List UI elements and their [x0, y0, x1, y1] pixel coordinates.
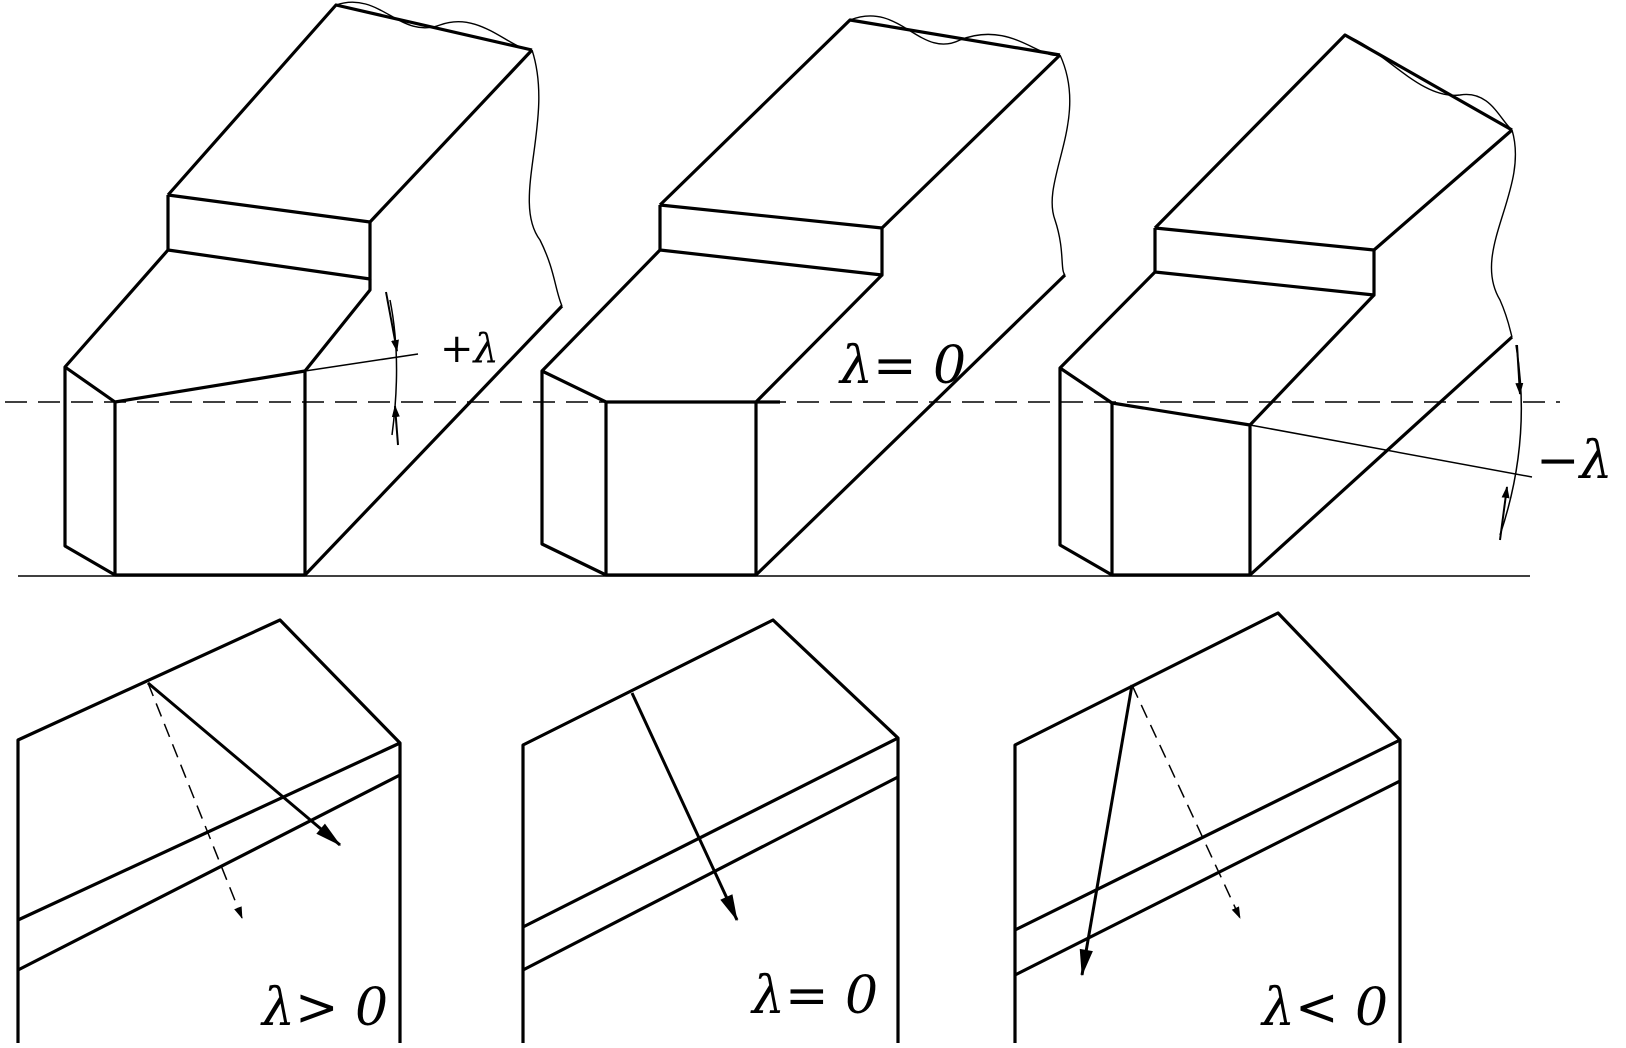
panel-positive-lambda [16, 618, 402, 1043]
label-lambda-less-zero: λ< 0 [1260, 978, 1388, 1038]
label-negative-lambda: −λ [1536, 431, 1613, 491]
positive-angle-indicator [304, 291, 419, 446]
panel-negative-lambda [1013, 611, 1402, 1043]
tool-zero-inclination [540, 15, 1071, 577]
label-positive-lambda: +λ [440, 326, 499, 372]
label-zero-lambda-top: λ= 0 [838, 336, 966, 396]
tool-positive-inclination [63, 1, 564, 577]
panel-zero-lambda [521, 618, 900, 1043]
negative-angle-indicator [1249, 344, 1533, 541]
label-lambda-equal-zero: λ= 0 [750, 966, 878, 1026]
tool-negative-inclination [1058, 33, 1517, 577]
label-lambda-greater-zero: λ> 0 [260, 978, 388, 1038]
